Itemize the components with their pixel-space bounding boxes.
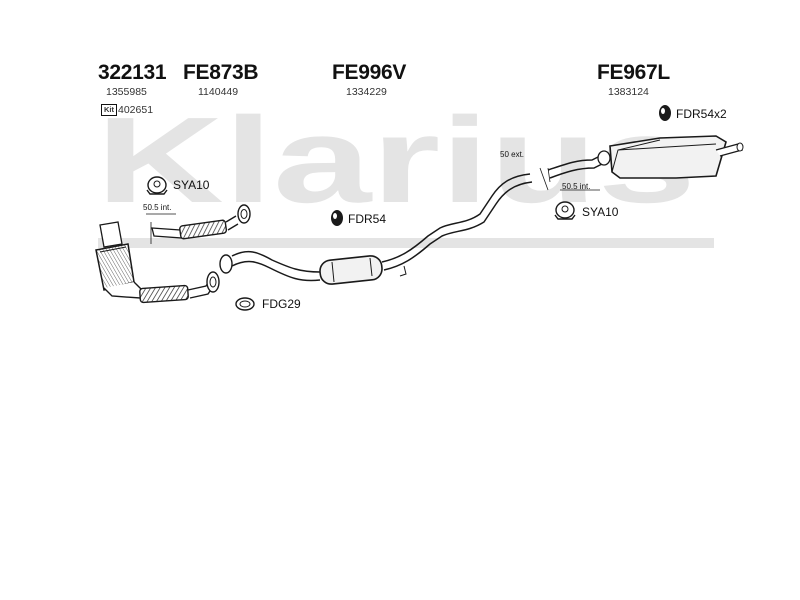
oem-number: 1355985 <box>106 86 147 98</box>
watermark-text: Klarius <box>96 92 696 228</box>
kit-number: 402651 <box>118 104 154 116</box>
oem-number: 1383124 <box>608 86 649 98</box>
clamp-icon <box>554 201 576 220</box>
gasket-icon <box>235 297 255 311</box>
watermark-underline <box>98 238 714 248</box>
rear-silencer[interactable] <box>539 135 744 191</box>
fitting-label-sya10[interactable]: SYA10 <box>582 205 619 219</box>
front-pipe[interactable] <box>146 204 251 244</box>
fitting-label-fdg29[interactable]: FDG29 <box>262 297 301 311</box>
part-code-fe967l[interactable]: FE967L <box>597 61 670 84</box>
oem-number: 1140449 <box>198 86 239 98</box>
rubber-mount-icon <box>331 210 343 226</box>
oem-number: 1334229 <box>346 86 387 98</box>
dimension-label: 50 ext. <box>500 150 525 159</box>
part-code-322131[interactable]: 322131 <box>98 61 167 84</box>
fitting-label-sya10[interactable]: SYA10 <box>173 178 210 192</box>
part-code-fe996v[interactable]: FE996V <box>332 61 407 84</box>
kit-badge: Kit <box>101 104 117 116</box>
clamp-icon <box>146 176 168 195</box>
catalytic-converter[interactable] <box>95 221 220 304</box>
rubber-mount-icon <box>659 105 671 121</box>
kit-reference: Kit 402651 <box>101 104 153 116</box>
centre-silencer-pipe[interactable] <box>219 173 533 285</box>
dimension-label: 50.5 int. <box>143 203 172 212</box>
part-code-fe873b[interactable]: FE873B <box>183 61 259 84</box>
fitting-label-fdr54x2[interactable]: FDR54x2 <box>676 107 727 121</box>
fitting-label-fdr54[interactable]: FDR54 <box>348 212 387 226</box>
dimension-label: 50.5 int. <box>562 182 591 191</box>
